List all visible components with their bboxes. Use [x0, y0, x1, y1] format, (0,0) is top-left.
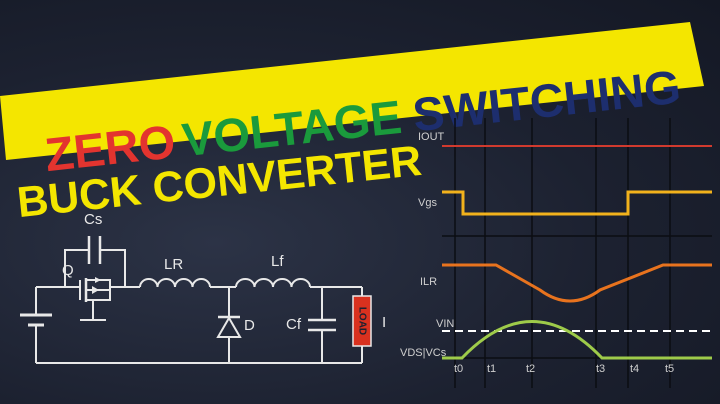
cf-capacitor: [308, 287, 336, 363]
waveform-grid: [442, 118, 712, 388]
d-label: D: [244, 317, 255, 334]
t4-label: t4: [630, 363, 639, 375]
load-label: LOAD: [356, 307, 367, 335]
banner-background: [0, 22, 704, 160]
vin-label: VIN: [436, 318, 454, 330]
ilr-label: ILR: [420, 276, 437, 288]
load-box: [352, 295, 372, 347]
i-label: I: [382, 314, 386, 331]
iout-label: IOUT: [418, 131, 445, 143]
vgs-trace: [442, 190, 712, 216]
battery-icon: [20, 312, 52, 330]
cs-label: Cs: [84, 211, 102, 228]
diode-icon: [216, 287, 242, 363]
vgs-label: Vgs: [418, 197, 437, 209]
vds-trace: [442, 320, 712, 360]
t1-label: t1: [487, 363, 496, 375]
vds-label: VDS|VCs: [400, 347, 447, 359]
buck-circuit: [20, 236, 363, 364]
title-banner: ZERO VOLTAGE SWITCHING BUCK CONVERTER: [0, 22, 704, 227]
lf-inductor: [235, 278, 311, 288]
cs-capacitor: [64, 236, 126, 288]
cf-label: Cf: [286, 316, 302, 333]
q-label: Q: [62, 262, 74, 279]
t2-label: t2: [526, 363, 535, 375]
waveform-panel: IOUT Vgs ILR VIN VDS|VCs t0 t1 t2 t3 t4 …: [400, 118, 712, 388]
lf-label: Lf: [271, 253, 284, 270]
lr-label: LR: [164, 256, 183, 273]
ilr-trace: [442, 263, 712, 303]
mosfet-icon: [65, 277, 111, 321]
t3-label: t3: [596, 363, 605, 375]
t5-label: t5: [665, 363, 674, 375]
lr-inductor: [139, 278, 211, 288]
t0-label: t0: [454, 363, 463, 375]
